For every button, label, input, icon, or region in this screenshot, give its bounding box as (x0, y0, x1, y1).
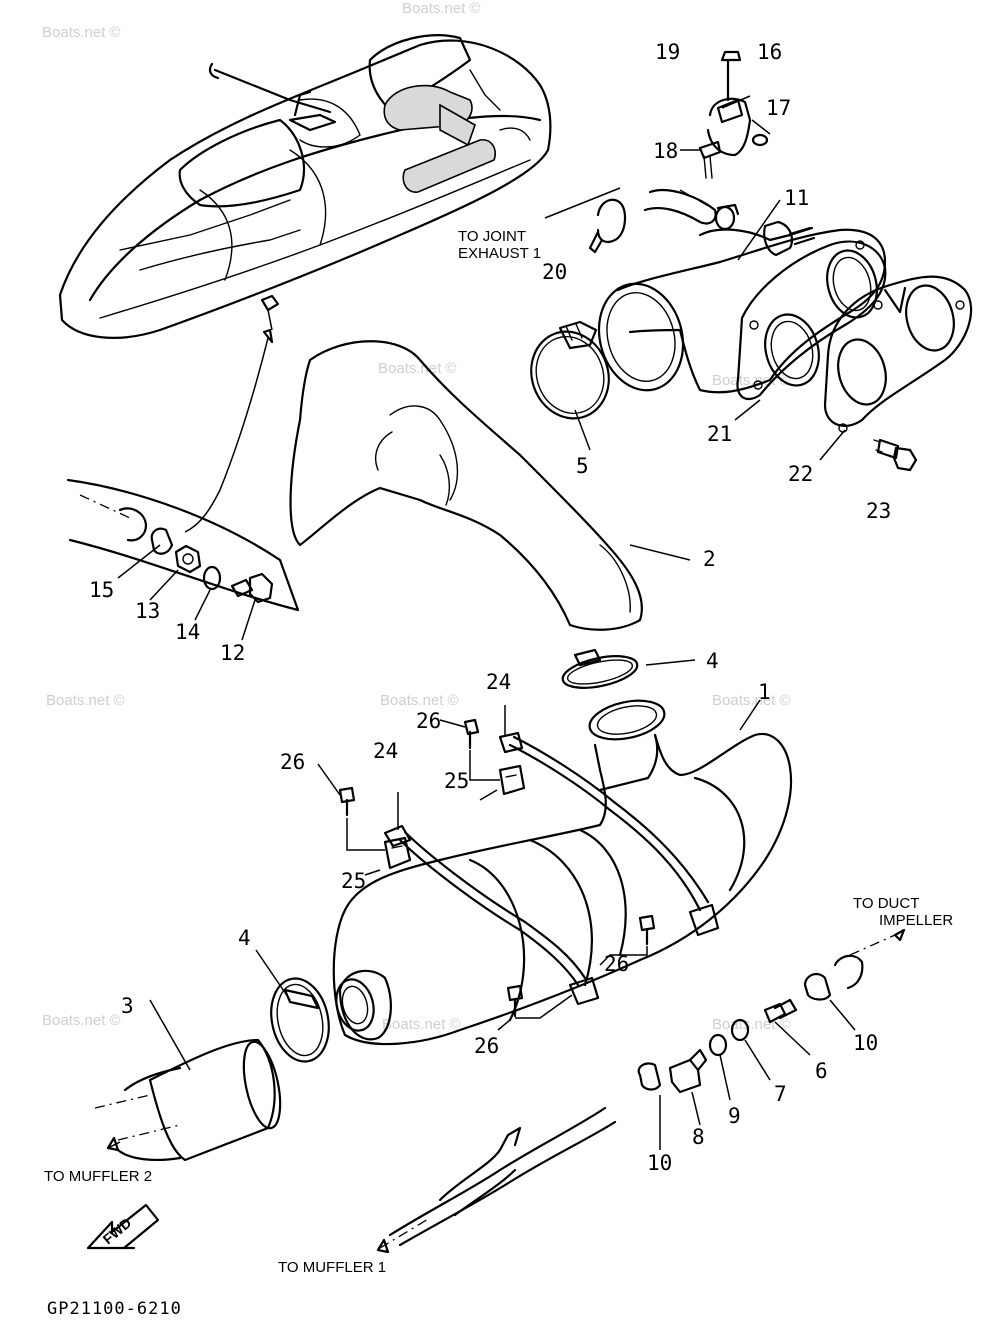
note-to-joint: TO JOINT EXHAUST 1 (458, 228, 541, 263)
watercraft-illustration (58, 34, 552, 533)
diagram-code: GP21100-6210 (47, 1299, 182, 1319)
hose-to-muffler-1 (376, 1106, 617, 1254)
hose-clamp-part-4-lower (270, 977, 330, 1063)
callout-24-left: 24 (373, 739, 399, 763)
bolt-part-23 (873, 438, 918, 472)
callout-12: 12 (220, 641, 246, 665)
callout-9: 9 (728, 1104, 741, 1128)
hose-clamp-part-4-upper (561, 648, 639, 689)
callout-21: 21 (707, 422, 733, 446)
hose-part-3 (94, 1038, 282, 1162)
callout-11: 11 (784, 186, 810, 210)
callout-16: 16 (757, 40, 783, 64)
callout-leaders (117, 199, 856, 1150)
callout-4-upper: 4 (706, 649, 719, 673)
callout-24-right: 24 (486, 670, 512, 694)
watermark: Boats.net © (42, 1012, 121, 1029)
callout-26-right: 26 (604, 952, 630, 976)
callout-4-lower: 4 (238, 926, 251, 950)
callout-25-left: 25 (341, 869, 367, 893)
watermark: Boats.net © (382, 1016, 461, 1033)
note-to-muffler-1: TO MUFFLER 1 (278, 1259, 387, 1276)
note-to-joint-line2: EXHAUST 1 (458, 245, 542, 263)
callout-25-right: 25 (444, 769, 470, 793)
watermark: Boats.net © (380, 692, 459, 709)
bracket-parts-16-19 (680, 50, 771, 179)
watermark: Boats.net © (712, 692, 791, 709)
callout-5: 5 (576, 454, 589, 478)
callout-3: 3 (121, 994, 134, 1018)
callout-22: 22 (788, 462, 814, 486)
callout-10-left: 10 (647, 1151, 673, 1175)
note-to-duct: TO DUCT IMPELLER (853, 895, 953, 930)
callout-1: 1 (758, 680, 771, 704)
callout-23: 23 (866, 499, 892, 523)
callout-19: 19 (655, 40, 681, 64)
note-to-joint-line1: TO JOINT (458, 228, 527, 245)
callout-14: 14 (175, 620, 201, 644)
callout-26-left: 26 (280, 750, 306, 774)
callout-13: 13 (135, 599, 161, 623)
fwd-arrow-badge: FWD (86, 1203, 160, 1250)
callout-17: 17 (766, 96, 792, 120)
note-to-duct-line1: TO DUCT (853, 895, 920, 912)
exhaust-joint-part-21 (597, 188, 887, 401)
muffler-part-1 (332, 699, 793, 1046)
callout-6: 6 (815, 1059, 828, 1083)
clamp-parts-11-20 (544, 187, 740, 254)
watermark: Boats.net © (402, 0, 481, 17)
callout-10-right: 10 (853, 1031, 879, 1055)
callout-26-bottom: 26 (474, 1034, 500, 1058)
watermark: Boats.net © (378, 360, 457, 377)
callout-8: 8 (692, 1125, 705, 1149)
watermark: Boats.net © (712, 372, 791, 389)
callout-15: 15 (89, 578, 115, 602)
callout-7: 7 (774, 1082, 787, 1106)
callout-20: 20 (542, 260, 568, 284)
callout-18: 18 (653, 139, 679, 163)
gasket-part-22 (823, 275, 973, 433)
note-to-muffler-2: TO MUFFLER 2 (44, 1168, 153, 1185)
note-to-duct-line2: IMPELLER (879, 912, 954, 930)
watermark: Boats.net © (42, 24, 121, 41)
watermark: Boats.net © (46, 692, 125, 709)
callout-26-top: 26 (416, 709, 442, 733)
callout-2: 2 (703, 547, 716, 571)
hose-clamp-part-5 (530, 320, 610, 420)
fittings-parts-6-10 (637, 928, 906, 1094)
inset-hull-detail (66, 478, 300, 612)
exhaust-pipe-part-2 (289, 340, 643, 631)
